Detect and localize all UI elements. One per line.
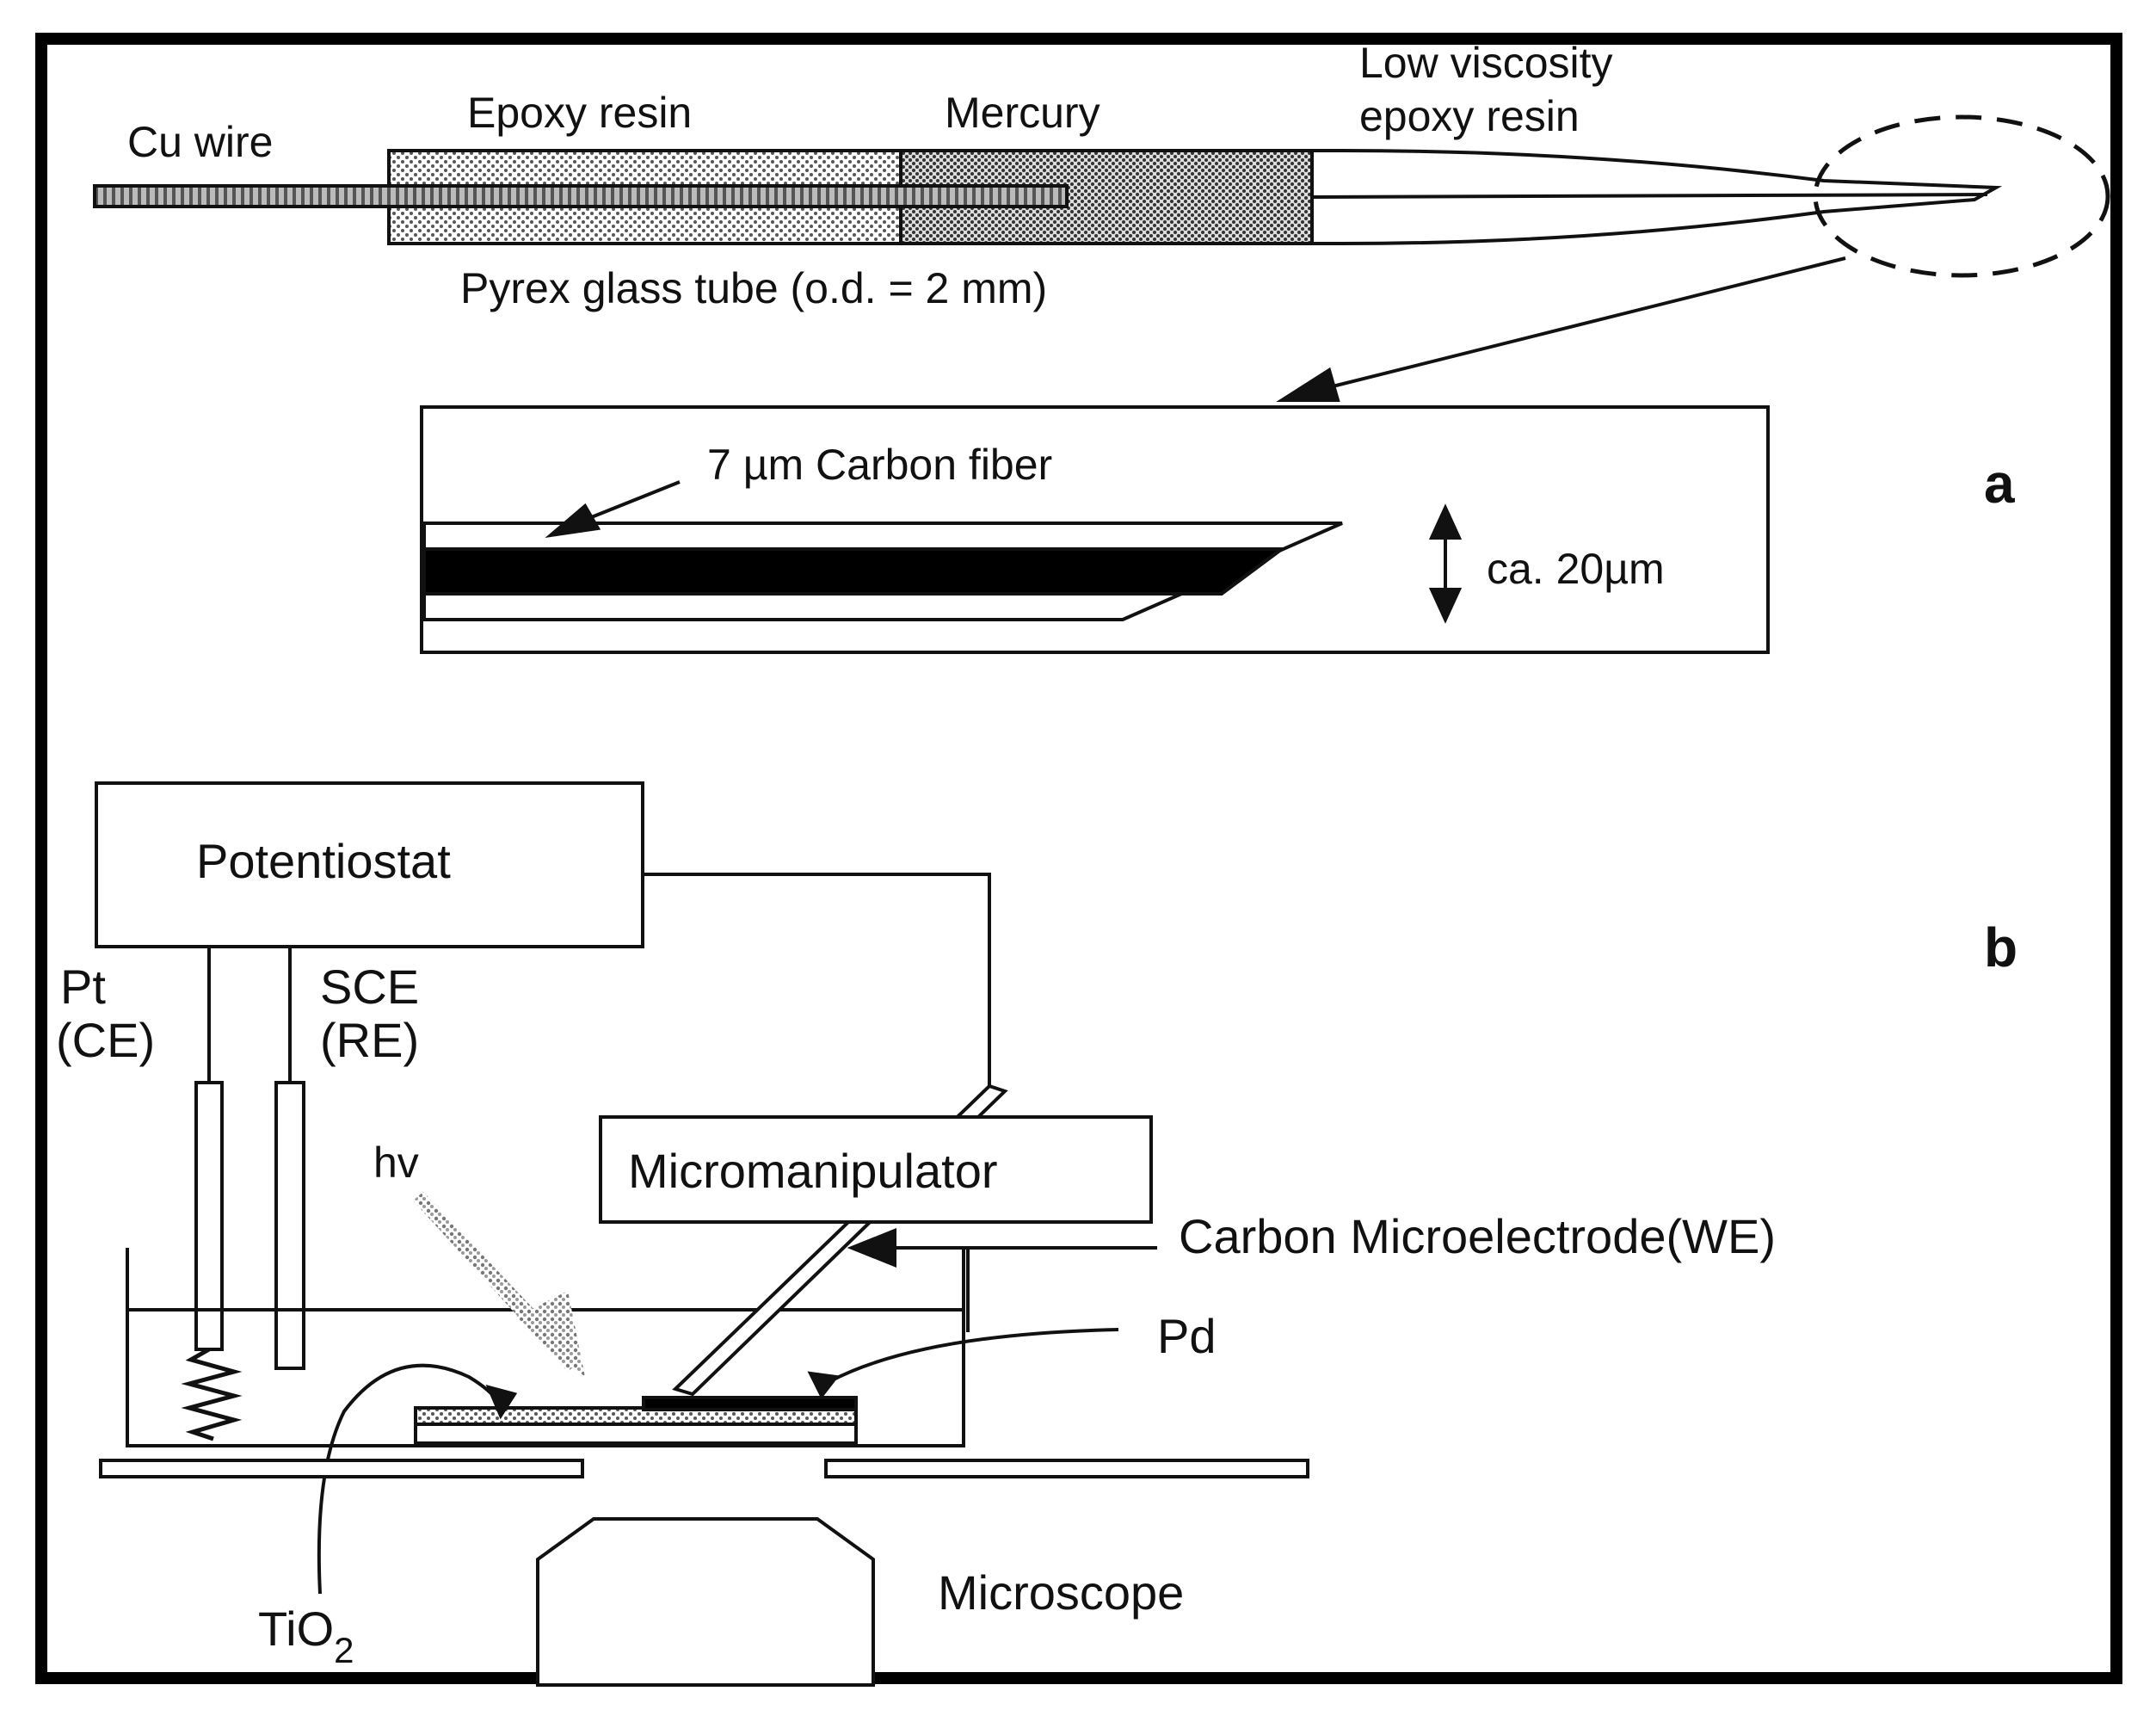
label-tio2-base: TiO — [258, 1602, 334, 1656]
tio2-pointer-head — [485, 1385, 518, 1420]
fiber-inside-tip — [1311, 193, 1988, 199]
substrate — [414, 1423, 858, 1445]
label-potentiostat: Potentiostat — [196, 834, 451, 888]
we-wire — [643, 873, 991, 1087]
carbon-fiber — [422, 547, 1288, 596]
label-sce: SCE — [320, 960, 419, 1014]
label-epoxy-resin: Epoxy resin — [467, 89, 692, 137]
fiber-pointer-head — [545, 503, 601, 538]
label-pyrex: Pyrex glass tube (o.d. = 2 mm) — [460, 264, 1047, 312]
panel-label-b: b — [1984, 917, 2017, 978]
label-mercury: Mercury — [945, 89, 1100, 137]
ce-rod — [194, 1081, 224, 1351]
label-pt: Pt — [60, 960, 106, 1014]
micromanipulator-box — [599, 1115, 1153, 1224]
label-micromanipulator: Micromanipulator — [628, 1144, 998, 1198]
label-hv: hv — [373, 1139, 419, 1187]
stage-left — [99, 1459, 584, 1478]
label-cu-wire: Cu wire — [127, 118, 273, 166]
potentiostat-box — [95, 781, 644, 948]
stage-right — [824, 1459, 1309, 1478]
label-carbon-fiber: 7 µm Carbon fiber — [707, 441, 1052, 489]
label-low-viscosity-2: epoxy resin — [1359, 92, 1580, 140]
zoom-arrow-line — [1311, 256, 1846, 393]
carbon-fiber-zoom — [420, 405, 1770, 654]
panel-b-setup — [95, 781, 1309, 1687]
outer-frame — [35, 33, 2122, 1684]
label-re: (RE) — [320, 1013, 419, 1067]
cu-wire — [93, 184, 1069, 208]
light-beam-head — [516, 1291, 585, 1377]
we-pointer-line — [966, 1246, 1157, 1332]
label-tio2-sub: 2 — [334, 1630, 354, 1670]
tio2-layer — [414, 1406, 858, 1426]
label-tio2: TiO2 — [258, 1602, 354, 1670]
dimension-arrow-top — [1428, 503, 1463, 540]
pd-layer — [642, 1396, 858, 1411]
pd-pointer-head — [807, 1371, 840, 1399]
re-rod — [274, 1081, 305, 1370]
panel-a-electrode — [93, 114, 2110, 402]
pt-coil — [181, 1347, 243, 1441]
label-low-viscosity-1: Low viscosity — [1359, 39, 1613, 87]
zoom-arrow-head — [1276, 367, 1340, 402]
label-pd: Pd — [1157, 1309, 1217, 1363]
label-dimension: ca. 20µm — [1487, 545, 1665, 593]
dimension-arrow-bottom — [1428, 588, 1463, 624]
tio2-pointer-line — [317, 1363, 501, 1595]
pd-pointer-line — [829, 1328, 1119, 1383]
we-pointer-arrow-head — [847, 1228, 896, 1268]
microscope-body — [536, 1517, 875, 1687]
panel-label-a: a — [1984, 453, 2015, 515]
label-microscope: Microscope — [938, 1565, 1184, 1620]
beaker — [126, 1246, 965, 1447]
label-carbon-microelectrode: Carbon Microelectrode(WE) — [1179, 1209, 1776, 1263]
label-ce: (CE) — [56, 1013, 155, 1067]
magnify-circle — [1813, 114, 2110, 278]
